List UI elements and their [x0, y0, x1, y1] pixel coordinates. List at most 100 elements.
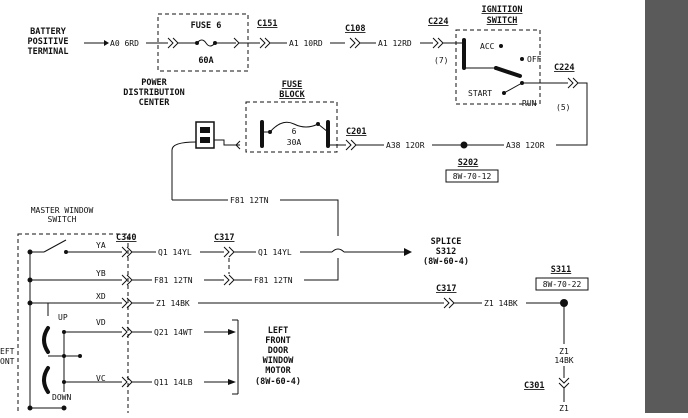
motor-label-6: (8W-60-4) — [255, 377, 301, 387]
pin-ya: YA — [96, 241, 106, 250]
q21-arrow-icon — [228, 329, 236, 335]
motor-label-3: DOOR — [268, 346, 289, 356]
connector-c224-right: C224 — [554, 63, 574, 73]
down-contact-bar — [42, 366, 50, 394]
pin-xd: XD — [96, 292, 106, 301]
off-contact — [520, 57, 524, 61]
connector-c340: C340 — [116, 233, 136, 243]
pin-yb: YB — [96, 269, 106, 278]
wire-a38a: A38 12OR — [386, 141, 425, 150]
wire-a0: A0 6RD — [110, 39, 139, 48]
s202-ref-box — [445, 169, 499, 183]
wire-q1b: Q1 14YL — [258, 248, 292, 257]
start-run-link — [503, 82, 523, 94]
s311-ref: 8W-70-22 — [543, 280, 582, 289]
wire-f81b: F81 12TN — [254, 276, 293, 285]
wire-q21: Q21 14WT — [154, 328, 193, 337]
switch-down: DOWN — [52, 393, 71, 402]
pin-7: (7) — [434, 56, 448, 65]
battery-label-2: POSITIVE — [28, 37, 69, 47]
splice-label-2: S312 — [436, 247, 456, 257]
c317-f81-chevron-icon — [223, 274, 235, 286]
master-switch-box — [17, 233, 129, 418]
pin-vc: VC — [96, 374, 106, 383]
ignition-switch-box — [455, 29, 541, 105]
q1-crossover-hop — [331, 248, 345, 253]
fuseblock-num: 6 — [292, 127, 297, 136]
master-label-1: MASTER WINDOW — [31, 206, 94, 215]
pdc-label-3: CENTER — [139, 98, 171, 108]
wire-z1b: Z1 14BK — [484, 299, 518, 308]
q11-arrow-icon — [228, 379, 236, 385]
fuse6-title: FUSE 6 — [191, 21, 222, 31]
fuseblock-label-1: FUSE — [282, 80, 302, 90]
ignition-label-1: IGNITION — [482, 5, 523, 15]
pdc-box — [157, 13, 249, 72]
battery-arrow-icon — [104, 40, 109, 46]
plug-chevron-icon — [235, 140, 241, 150]
s202-ref: 8W-70-12 — [453, 172, 492, 181]
wire-f81-top: F81 12TN — [230, 196, 269, 205]
f81-row-wire-4 — [304, 258, 339, 281]
ignition-off: OFF — [527, 55, 542, 64]
fuseblock-rating: 30A — [287, 138, 302, 147]
wire-f81a: F81 12TN — [154, 276, 193, 285]
ignition-label-2: SWITCH — [487, 16, 518, 26]
ignition-start: START — [468, 89, 492, 98]
wire-q11: Q11 14LB — [154, 378, 193, 387]
connector-c317-right: C317 — [436, 284, 456, 294]
connector-c201: C201 — [346, 127, 366, 137]
master-label-2: SWITCH — [48, 215, 77, 224]
fb-right-lead — [317, 123, 329, 133]
motor-label-4: WINDOW — [263, 356, 295, 366]
cutoff-label-2: ONT — [0, 357, 15, 366]
c108-connector-icon — [349, 37, 361, 49]
connector-c151: C151 — [257, 19, 277, 29]
s311-label: S311 — [551, 265, 571, 275]
fuse6-rating: 60A — [198, 56, 213, 66]
plug-connector-icon — [195, 121, 215, 149]
switch-up: UP — [58, 313, 68, 322]
s202-label: S202 — [458, 158, 478, 168]
c317-q1-chevron-icon — [223, 246, 235, 258]
plug-to-fuse-wire — [214, 139, 240, 146]
pdc-label-1: POWER — [141, 78, 167, 88]
pin-5: (5) — [556, 103, 570, 112]
s311-ref-box — [535, 277, 589, 291]
pin-vd: VD — [96, 318, 106, 327]
c301-chevron-icon — [558, 377, 570, 389]
fb-fuse-element-icon — [269, 121, 319, 133]
right-margin-bar — [645, 0, 688, 413]
c317-z1-chevron-icon — [443, 297, 455, 309]
wire-a38b: A38 12OR — [506, 141, 545, 150]
c224-right-connector-icon — [567, 77, 579, 89]
c201-connector-icon — [345, 139, 357, 151]
fuse6-connector-icon — [167, 37, 179, 49]
connector-c301: C301 — [524, 381, 544, 391]
fuse6-element-icon — [196, 39, 216, 47]
switch-blade — [494, 66, 522, 78]
battery-label-3: TERMINAL — [28, 47, 69, 57]
wire-z1-v1: Z1 — [559, 347, 569, 356]
connector-c317-left: C317 — [214, 233, 234, 243]
wire-a1b: A1 12RD — [378, 39, 412, 48]
motor-label-5: MOTOR — [265, 366, 291, 376]
ignition-run: RUN — [522, 99, 537, 108]
c151-connector-icon — [259, 37, 271, 49]
splice-label-3: (8W-60-4) — [423, 257, 469, 267]
battery-label-1: BATTERY — [30, 27, 67, 37]
motor-label-2: FRONT — [265, 336, 291, 346]
wire-z1-v2: 14BK — [554, 356, 573, 365]
motor-label-1: LEFT — [268, 326, 288, 336]
wire-q1a: Q1 14YL — [158, 248, 192, 257]
splice-arrow-icon — [404, 248, 412, 256]
wire-z1-v3: Z1 — [559, 404, 569, 413]
c340-chevrons-icon — [121, 246, 133, 388]
plug-pin-top — [200, 127, 210, 133]
fuseblock-label-2: BLOCK — [279, 90, 305, 100]
wire-a1a: A1 10RD — [289, 39, 323, 48]
run-feed-wire — [556, 82, 588, 146]
up-contact-bar — [42, 326, 50, 354]
